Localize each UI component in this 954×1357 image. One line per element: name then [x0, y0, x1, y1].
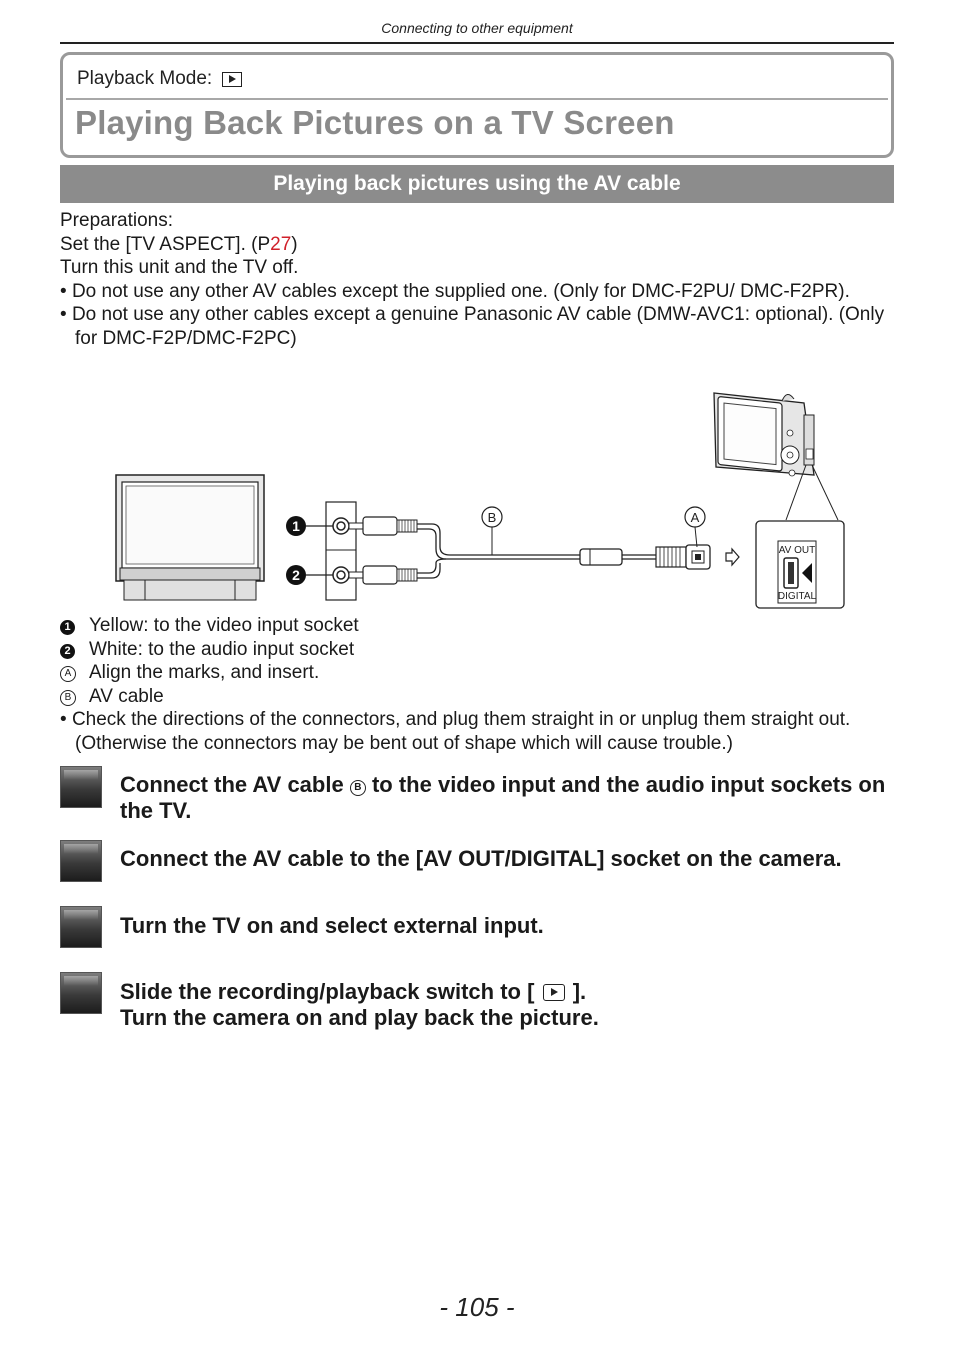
- legend-note-text: Check the directions of the connectors, …: [71, 709, 851, 754]
- prep-text-suffix: ): [291, 233, 298, 255]
- av-out-socket-detail: AV OUT DIGITAL: [755, 520, 845, 609]
- marker-1-label: 1: [292, 518, 300, 534]
- rca-plug-white: [348, 565, 418, 585]
- legend-item-a: A Align the marks, and insert.: [60, 661, 900, 685]
- page-title: Playing Back Pictures on a TV Screen: [75, 104, 675, 141]
- legend-text: White: to the audio input socket: [89, 638, 355, 660]
- title-divider: [66, 98, 888, 100]
- legend-note: • Check the directions of the connectors…: [60, 709, 851, 754]
- tv-input-panel: [325, 501, 357, 601]
- title-box: Playback Mode: Playing Back Pictures on …: [60, 52, 894, 158]
- step-text-part: Slide the recording/playback switch to [: [120, 979, 535, 1004]
- step-3-text: Turn the TV on and select external input…: [120, 913, 544, 938]
- preparations-line-2: Turn this unit and the TV off.: [60, 257, 299, 278]
- prep-bullet-2: • Do not use any other cables except a g…: [60, 304, 885, 349]
- legend-text: Yellow: to the video input socket: [89, 615, 359, 636]
- page-link-27[interactable]: 27: [270, 233, 292, 255]
- step-text-part: to the video input and the audio input s…: [120, 772, 886, 823]
- mode-line: Playback Mode:: [77, 68, 243, 90]
- camera-illustration: [713, 392, 839, 521]
- page-number: - 105 -: [439, 1292, 515, 1322]
- letter-a-icon: A: [60, 666, 76, 682]
- marker-2: 2: [286, 565, 306, 585]
- step-4-text: Slide the recording/playback switch to […: [120, 979, 910, 1031]
- step-text-part: ].: [572, 979, 587, 1004]
- legend-text: Align the marks, and insert.: [89, 662, 320, 683]
- preparations: Preparations: Set the [TV ASPECT]. (P27)…: [60, 209, 900, 350]
- letter-b-icon: B: [60, 689, 76, 706]
- mode-label: Playback Mode:: [77, 68, 213, 89]
- marker-b-label: B: [488, 510, 497, 525]
- step-1-marker: [60, 766, 102, 808]
- number-1-icon: 1: [60, 620, 75, 635]
- legend-item-b: B AV cable: [60, 685, 900, 709]
- ferrite-core: [579, 548, 623, 566]
- marker-b: B: [481, 506, 503, 555]
- step-3-marker: [60, 906, 102, 948]
- legend-item-2: 2 White: to the audio input socket: [60, 638, 900, 662]
- legend: 1 Yellow: to the video input socket 2 Whit…: [60, 614, 900, 755]
- number-2-icon: 2: [60, 643, 75, 659]
- step-2-text: Connect the AV cable to the [AV OUT/DIGI…: [120, 846, 842, 871]
- socket-label-av-out: AV OUT: [779, 545, 815, 556]
- tv-illustration: [115, 474, 265, 601]
- marker-2-label: 2: [292, 567, 300, 583]
- preparations-label: Preparations:: [60, 210, 174, 231]
- connection-diagram: 1 2 B: [115, 392, 845, 609]
- rca-plug-yellow: [348, 516, 418, 536]
- playback-icon: [222, 71, 243, 87]
- header-rule: [60, 42, 894, 44]
- marker-a-label: A: [691, 510, 700, 525]
- section-heading: Playing back pictures using the AV cable: [60, 165, 894, 203]
- step-1-text: Connect the AV cable B to the video inpu…: [120, 772, 910, 824]
- running-header: Connecting to other equipment: [381, 20, 573, 36]
- prep-bullet-text: Do not use any other AV cables except th…: [71, 280, 850, 302]
- prep-text: Set the [TV ASPECT]. (P: [60, 233, 271, 255]
- step-2-marker: [60, 840, 102, 882]
- marker-a: A: [684, 506, 706, 548]
- prep-bullet-text: Do not use any other cables except a gen…: [71, 304, 885, 349]
- step-4-marker: [60, 972, 102, 1014]
- preparations-line-1: Set the [TV ASPECT]. (P27): [60, 233, 900, 257]
- legend-text: AV cable: [89, 685, 164, 707]
- camera-plug: [655, 544, 711, 570]
- av-cable: [417, 523, 656, 579]
- insert-arrow-icon: [725, 547, 740, 567]
- letter-b-icon: B: [349, 780, 366, 796]
- playback-icon: [542, 984, 565, 1001]
- prep-bullet-1: • Do not use any other AV cables except …: [60, 280, 850, 302]
- step-text-part: Connect the AV cable: [120, 772, 344, 797]
- step-text-part: Turn the camera on and play back the pic…: [120, 1005, 599, 1030]
- marker-1: 1: [286, 516, 306, 536]
- legend-item-1: 1 Yellow: to the video input socket: [60, 614, 900, 638]
- socket-label-digital: DIGITAL: [778, 591, 817, 602]
